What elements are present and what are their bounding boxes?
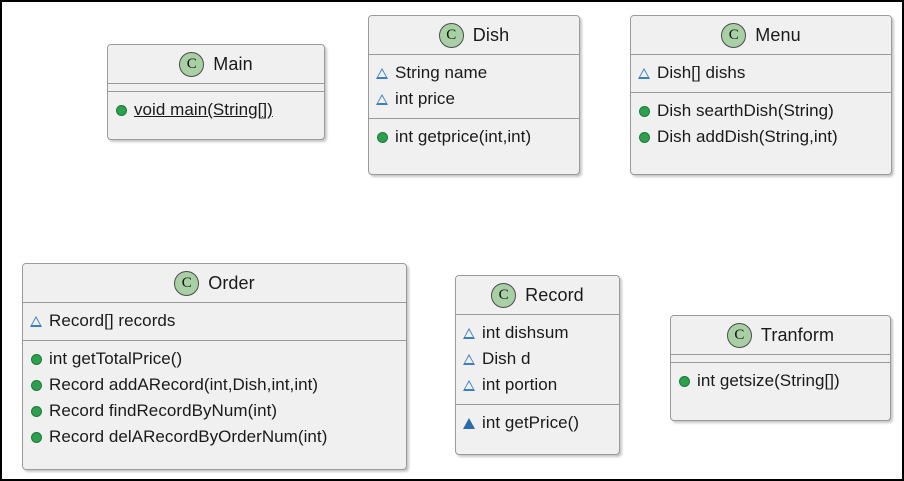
uml-method-label: void main(String[]) [134, 100, 273, 119]
uml-class-name: Dish [472, 24, 510, 45]
uml-class-name: Order [208, 272, 255, 293]
uml-compartment-divider [23, 302, 406, 303]
public-member-dot-icon [31, 379, 42, 391]
uml-class-header: C Record [456, 276, 619, 314]
uml-attribute-row[interactable]: int dishsum [456, 320, 619, 346]
uml-class-header: C Dish [369, 16, 579, 54]
public-member-dot-icon [639, 131, 650, 143]
uml-method-label: int getprice(int,int) [395, 127, 532, 146]
uml-method-label: Record findRecordByNum(int) [49, 401, 278, 420]
uml-compartment-divider [23, 340, 406, 341]
uml-attribute-label: Dish[] dishs [657, 63, 746, 82]
uml-class-header: C Main [108, 45, 324, 83]
class-badge-icon: C [491, 282, 517, 308]
uml-attribute-row[interactable]: Dish[] dishs [631, 60, 891, 86]
uml-attribute-row[interactable]: int portion [456, 372, 619, 398]
uml-class-header: C Tranform [671, 316, 890, 354]
public-member-dot-icon [31, 405, 42, 417]
package-member-triangle-icon [638, 67, 650, 79]
public-member-dot-icon [639, 105, 650, 117]
class-badge-icon: C [438, 22, 464, 48]
uml-methods-compartment: int getTotalPrice() Record addARecord(int… [23, 341, 406, 456]
uml-method-label: int getPrice() [482, 413, 580, 432]
uml-compartment-divider [631, 92, 891, 93]
package-member-triangle-icon [376, 67, 388, 79]
uml-class-name: Record [525, 284, 584, 305]
class-badge-icon: C [179, 51, 205, 77]
public-member-dot-icon [679, 375, 690, 387]
uml-methods-compartment: int getprice(int,int) [369, 119, 579, 156]
uml-compartment-divider [369, 54, 579, 55]
uml-compartment-divider [369, 118, 579, 119]
uml-class-box-main[interactable]: C Main void main(String[]) [107, 44, 325, 140]
uml-compartment-divider [108, 91, 324, 92]
uml-attribute-label: int dishsum [482, 323, 569, 342]
package-member-triangle-icon [376, 93, 388, 105]
public-member-dot-icon [31, 431, 42, 443]
uml-method-row[interactable]: int getTotalPrice() [23, 346, 406, 372]
class-badge-icon: C [721, 22, 747, 48]
uml-class-name: Menu [755, 24, 801, 45]
uml-method-label: Dish searthDish(String) [657, 101, 834, 120]
uml-attributes-compartment [671, 355, 890, 362]
package-member-triangle-icon [463, 379, 475, 391]
uml-attribute-row[interactable]: int price [369, 86, 579, 112]
uml-method-label: Record delARecordByOrderNum(int) [49, 427, 328, 446]
uml-method-row[interactable]: int getPrice() [456, 410, 619, 436]
uml-method-row[interactable]: Dish searthDish(String) [631, 98, 891, 124]
uml-attribute-label: int price [395, 89, 455, 108]
uml-method-row[interactable]: Record addARecord(int,Dish,int,int) [23, 372, 406, 398]
uml-class-name: Tranform [760, 324, 835, 345]
protected-member-triangle-icon [463, 417, 475, 429]
uml-attribute-label: int portion [482, 375, 558, 394]
uml-method-row[interactable]: int getprice(int,int) [369, 124, 579, 150]
uml-class-header: C Order [23, 264, 406, 302]
uml-compartment-divider [671, 362, 890, 363]
uml-compartment-divider [108, 83, 324, 84]
uml-class-header: C Menu [631, 16, 891, 54]
uml-attributes-compartment: Record[] records [23, 303, 406, 340]
uml-methods-compartment: void main(String[]) [108, 92, 324, 129]
public-member-dot-icon [116, 104, 127, 116]
uml-compartment-divider [456, 314, 619, 315]
uml-class-box-tranform[interactable]: C Tranform int getsize(String[]) [670, 315, 891, 421]
uml-methods-compartment: Dish searthDish(String) Dish addDish(Stri… [631, 93, 891, 156]
public-member-dot-icon [377, 131, 388, 143]
uml-class-name: Main [213, 53, 253, 74]
uml-attribute-label: Dish d [482, 349, 531, 368]
uml-compartment-divider [671, 354, 890, 355]
uml-methods-compartment: int getPrice() [456, 405, 619, 442]
uml-method-label: Dish addDish(String,int) [657, 127, 838, 146]
uml-attributes-compartment: Dish[] dishs [631, 55, 891, 92]
package-member-triangle-icon [30, 315, 42, 327]
uml-attribute-row[interactable]: Dish d [456, 346, 619, 372]
uml-methods-compartment: int getsize(String[]) [671, 363, 890, 400]
class-badge-icon: C [726, 322, 752, 348]
uml-method-row[interactable]: Record findRecordByNum(int) [23, 398, 406, 424]
public-member-dot-icon [31, 353, 42, 365]
uml-attributes-compartment [108, 84, 324, 91]
uml-method-row[interactable]: void main(String[]) [108, 97, 324, 123]
uml-method-label: int getTotalPrice() [49, 349, 183, 368]
package-member-triangle-icon [463, 327, 475, 339]
uml-method-row[interactable]: Record delARecordByOrderNum(int) [23, 424, 406, 450]
uml-attribute-label: Record[] records [49, 311, 176, 330]
uml-attribute-row[interactable]: Record[] records [23, 308, 406, 334]
uml-compartment-divider [456, 404, 619, 405]
uml-attributes-compartment: String name int price [369, 55, 579, 118]
package-member-triangle-icon [463, 353, 475, 365]
uml-method-row[interactable]: int getsize(String[]) [671, 368, 890, 394]
uml-attribute-label: String name [395, 63, 488, 82]
uml-method-label: Record addARecord(int,Dish,int,int) [49, 375, 319, 394]
uml-method-label: int getsize(String[]) [697, 371, 840, 390]
class-badge-icon: C [174, 270, 200, 296]
uml-compartment-divider [631, 54, 891, 55]
uml-attribute-row[interactable]: String name [369, 60, 579, 86]
uml-method-row[interactable]: Dish addDish(String,int) [631, 124, 891, 150]
